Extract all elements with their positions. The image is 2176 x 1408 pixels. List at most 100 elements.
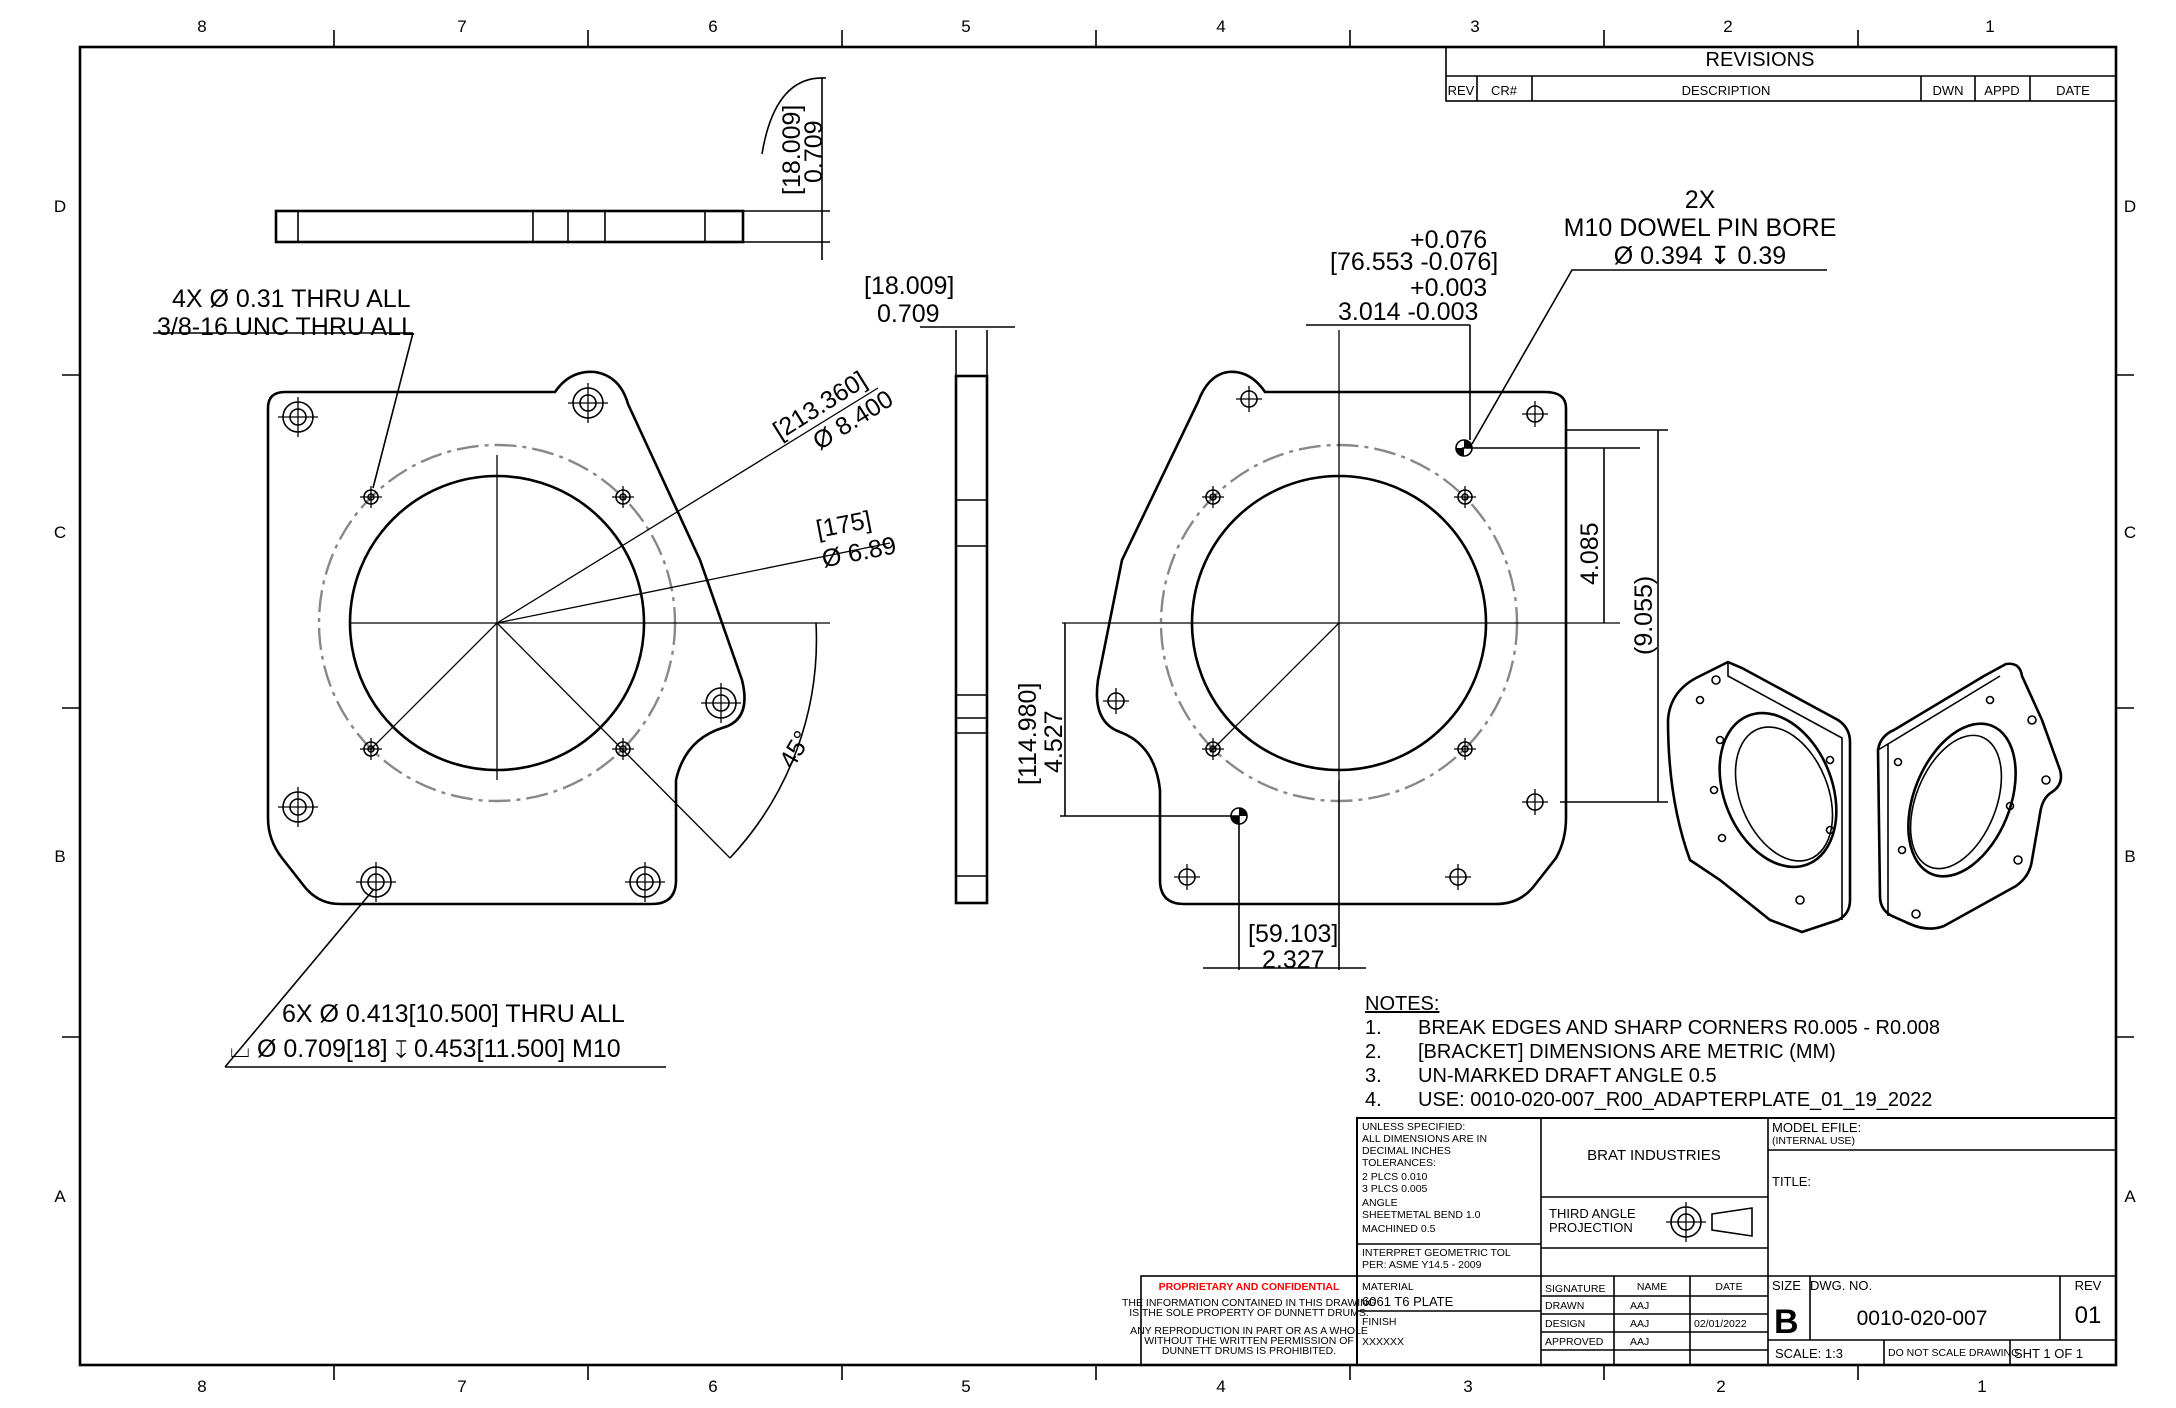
zone-col-7-bottom: 7 (457, 1377, 466, 1396)
drawn-label: DRAWN (1545, 1300, 1584, 1312)
finish-value: XXXXXX (1362, 1336, 1404, 1348)
appd-col-header: APPD (1984, 83, 2019, 98)
zone-row-b-left: B (54, 847, 65, 866)
proprietary-text-1a: THE INFORMATION CONTAINED IN THIS DRAWIN… (1122, 1297, 1376, 1309)
note-3-text: UN-MARKED DRAFT ANGLE 0.5 (1418, 1065, 1717, 1087)
zone-col-1: 1 (1985, 17, 1994, 36)
proprietary-text-2a: ANY REPRODUCTION IN PART OR AS A WHOLE (1130, 1325, 1368, 1337)
projection-line-1: THIRD ANGLE (1549, 1206, 1636, 1221)
right-through-holes (1103, 386, 1548, 890)
right-threaded-holes (1202, 486, 1476, 760)
zone-labels: 8 7 6 5 4 3 2 1 8 7 6 5 4 3 2 1 D C B A … (54, 17, 2136, 1396)
dwg-no-value: 0010-020-007 (1857, 1307, 1988, 1330)
zone-row-d-right: D (2124, 197, 2136, 216)
proprietary-text-2b: WITHOUT THE WRITTEN PERMISSION OF (1144, 1335, 1354, 1347)
top-edge-view: [18.009] 0.709 (274, 77, 830, 260)
tol-line-8: SHEETMETAL BEND 1.0 (1362, 1209, 1481, 1221)
angle-dimension-arc (729, 622, 818, 859)
tol-line-4: TOLERANCES: (1362, 1157, 1436, 1169)
zone-col-5: 5 (961, 17, 970, 36)
right-front-view: 2X M10 DOWEL PIN BORE Ø 0.394 ↧ 0.39 +0.… (1014, 186, 1836, 974)
size-label: SIZE (1772, 1278, 1801, 1293)
name-header: NAME (1637, 1281, 1667, 1293)
dowel-pin-bores (1230, 439, 1473, 825)
left-vdim-metric: [114.980] (1014, 683, 1042, 785)
title-block: UNLESS SPECIFIED: ALL DIMENSIONS ARE IN … (1122, 1117, 2117, 1366)
zone-col-7: 7 (457, 17, 466, 36)
zone-row-d-left: D (54, 197, 66, 216)
side-view-thickness-dim: [18.009] 0.709 (864, 272, 954, 328)
revisions-title: REVISIONS (1706, 49, 1815, 71)
left-counterbored-holes (278, 383, 741, 902)
model-efile-value: (INTERNAL USE) (1772, 1135, 1855, 1147)
note-2-text: [BRACKET] DIMENSIONS ARE METRIC (MM) (1418, 1041, 1836, 1063)
note-1-text: BREAK EDGES AND SHARP CORNERS R0.005 - R… (1418, 1017, 1940, 1039)
tol-line-9: MACHINED 0.5 (1362, 1223, 1436, 1235)
left-front-view: 4X Ø 0.31 THRU ALL 3/8-16 UNC THRU ALL [… (153, 285, 899, 1068)
thread-callout-line2: 3/8-16 UNC THRU ALL (157, 313, 415, 341)
description-col-header: DESCRIPTION (1682, 83, 1771, 98)
bottom-dim-inch: 2.327 (1262, 946, 1325, 974)
model-efile-label: MODEL EFILE: (1772, 1120, 1861, 1135)
side-edge-view: [18.009] 0.709 (864, 272, 1015, 905)
bottom-horizontal-dim: [59.103] 2.327 (1248, 920, 1338, 974)
zone-col-3-bottom: 3 (1463, 1377, 1472, 1396)
zone-ticks (62, 30, 2134, 1380)
sheet-number: SHT 1 OF 1 (2014, 1346, 2083, 1361)
note-4-text: USE: 0010-020-007_R00_ADAPTERPLATE_01_19… (1418, 1089, 1932, 1111)
top-view-thickness-dim: [18.009] 0.709 (778, 105, 828, 195)
bore-dimension: [175] Ø 6.89 (814, 506, 899, 574)
do-not-scale: DO NOT SCALE DRAWING (1888, 1347, 2019, 1359)
interpret-line-1: INTERPRET GEOMETRIC TOL (1362, 1247, 1511, 1259)
dowel-callout-qty: 2X (1685, 186, 1716, 214)
zone-row-b-right: B (2124, 847, 2135, 866)
revisions-table: REVISIONS REV CR# DESCRIPTION DWN APPD D… (1445, 46, 2117, 102)
rev-label: REV (2075, 1278, 2102, 1293)
size-value: B (1774, 1303, 1799, 1341)
isometric-view-2 (1876, 662, 2063, 930)
tolerance-block: UNLESS SPECIFIED: ALL DIMENSIONS ARE IN … (1362, 1121, 1511, 1271)
approved-label: APPROVED (1545, 1336, 1604, 1348)
zone-col-2: 2 (1723, 17, 1732, 36)
rev-col-header: REV (1448, 83, 1475, 98)
cr-col-header: CR# (1491, 83, 1518, 98)
zone-col-6: 6 (708, 17, 717, 36)
zone-col-4-bottom: 4 (1216, 1377, 1225, 1396)
sheet-border (78, 45, 2118, 1367)
design-date: 02/01/2022 (1694, 1318, 1747, 1330)
proprietary-text-1b: IS THE SOLE PROPERTY OF DUNNETT DRUMS. (1129, 1307, 1369, 1319)
zone-col-8: 8 (197, 17, 206, 36)
left-plate-outline (266, 370, 746, 906)
company-name: BRAT INDUSTRIES (1587, 1147, 1721, 1164)
hole-callout-line2: ⌴ Ø 0.709[18] ↧ 0.453[11.500] M10 (230, 1035, 621, 1063)
tol-line-7: ANGLE (1362, 1197, 1398, 1209)
proprietary-text-2c: DUNNETT DRUMS IS PROHIBITED. (1162, 1345, 1336, 1357)
htol-upper-inch: +0.003 (1410, 274, 1487, 302)
zone-col-2-bottom: 2 (1716, 1377, 1725, 1396)
drawn-name: AAJ (1630, 1300, 1649, 1312)
title-label: TITLE: (1772, 1174, 1811, 1189)
dowel-callout-size: Ø 0.394 ↧ 0.39 (1614, 242, 1786, 270)
approved-name: AAJ (1630, 1336, 1649, 1348)
left-threaded-holes (360, 486, 634, 760)
zone-col-4: 4 (1216, 17, 1225, 36)
htol-nominal-inch: 3.014 -0.003 (1338, 298, 1478, 326)
zone-row-c-right: C (2124, 523, 2136, 542)
vertical-dim-9055: (9.055) (1630, 576, 1658, 655)
tol-line-6: 3 PLCS 0.005 (1362, 1183, 1428, 1195)
top-thickness-metric: [18.009] (778, 105, 806, 195)
left-vertical-dim: [114.980] 4.527 (1014, 683, 1068, 785)
horizontal-tolerance-dim: +0.076 [76.553 -0.076] +0.003 3.014 -0.0… (1330, 226, 1498, 326)
date-col-header: DATE (2056, 83, 2090, 98)
interpret-line-2: PER: ASME Y14.5 - 2009 (1362, 1259, 1482, 1271)
material-label: MATERIAL (1362, 1281, 1414, 1293)
zone-col-1-bottom: 1 (1977, 1377, 1986, 1396)
dwn-col-header: DWN (1932, 83, 1963, 98)
zone-col-6-bottom: 6 (708, 1377, 717, 1396)
top-thickness-inch: 0.709 (800, 120, 828, 183)
zone-col-5-bottom: 5 (961, 1377, 970, 1396)
note-2-num: 2. (1365, 1041, 1382, 1063)
angle-dimension-text: 45° (774, 726, 817, 773)
tol-line-2: ALL DIMENSIONS ARE IN (1362, 1133, 1487, 1145)
